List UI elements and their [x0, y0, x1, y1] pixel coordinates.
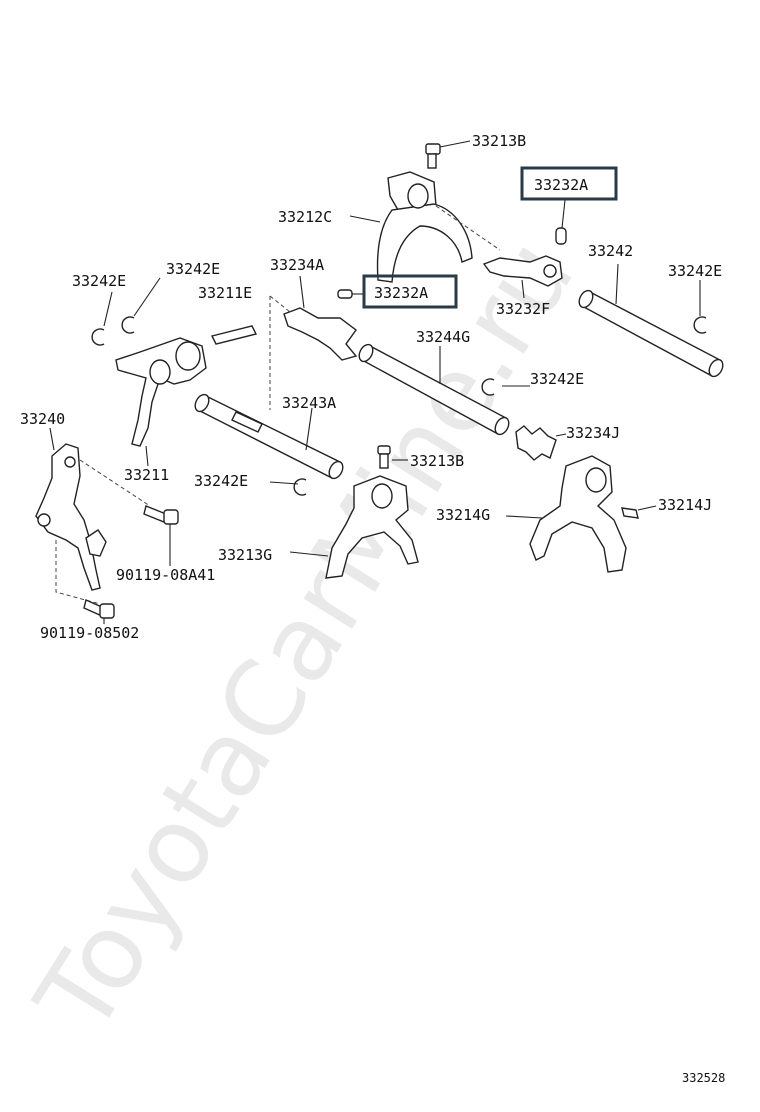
pin-33214j[interactable]	[621, 505, 657, 519]
bolt-90119-08502[interactable]	[83, 599, 115, 624]
label-33213g[interactable]: 33213G	[218, 546, 272, 564]
label-33213b-top[interactable]: 33213B	[472, 132, 526, 150]
label-33232a-top[interactable]: 33232A	[534, 176, 588, 194]
shaft-33242[interactable]	[576, 263, 725, 379]
label-33242e-a[interactable]: 33242E	[72, 272, 126, 290]
clip-33242e-left-a[interactable]	[91, 291, 113, 346]
label-90119-08502[interactable]: 90119-08502	[40, 624, 139, 642]
clip-33242e-right[interactable]	[693, 280, 707, 334]
bolt-33213b-top[interactable]	[425, 140, 471, 169]
guide-line-fork	[435, 205, 501, 251]
label-33212c[interactable]: 33212C	[278, 208, 332, 226]
label-33232a-mid[interactable]: 33232A	[374, 284, 428, 302]
label-33232f[interactable]: 33232F	[496, 300, 550, 318]
spring-33234j[interactable]	[515, 425, 567, 461]
lever-33232f[interactable]	[482, 255, 563, 299]
label-33242e-mid[interactable]: 33242E	[530, 370, 584, 388]
clip-33242e-mid[interactable]	[481, 378, 530, 396]
fork-33212c[interactable]	[349, 171, 473, 283]
label-90119-08a41[interactable]: 90119-08A41	[116, 566, 215, 584]
pin-33232a-top[interactable]	[555, 199, 567, 245]
label-33211e[interactable]: 33211E	[198, 284, 252, 302]
clip-33242e-left-b[interactable]	[121, 277, 161, 334]
label-33240[interactable]: 33240	[20, 410, 65, 428]
shaft-33244g[interactable]	[356, 342, 511, 437]
label-33242e-low[interactable]: 33242E	[194, 472, 248, 490]
fork-33213g[interactable]	[289, 475, 419, 579]
fork-33234a[interactable]	[283, 275, 358, 361]
label-33234a[interactable]: 33234A	[270, 256, 324, 274]
pin-33211e[interactable]	[210, 325, 258, 345]
label-33213b-mid[interactable]: 33213B	[410, 452, 464, 470]
guide-line-33240	[55, 459, 151, 605]
lever-assembly-33240[interactable]	[35, 427, 107, 591]
label-33211[interactable]: 33211	[124, 466, 169, 484]
label-33234j[interactable]: 33234J	[566, 424, 620, 442]
highlight-33232a-top	[520, 166, 618, 201]
shaft-33243a[interactable]	[192, 392, 345, 481]
label-33242e-right[interactable]: 33242E	[668, 262, 722, 280]
bolt-33213b-mid[interactable]	[377, 445, 408, 469]
guide-line-33211e	[269, 295, 291, 410]
label-33214g[interactable]: 33214G	[436, 506, 490, 524]
bolt-90119-08a41[interactable]	[143, 505, 179, 566]
label-33214j[interactable]: 33214J	[658, 496, 712, 514]
label-33242e-b[interactable]: 33242E	[166, 260, 220, 278]
clip-33242e-low[interactable]	[269, 478, 307, 496]
highlight-33232a-mid	[362, 274, 458, 309]
label-33242[interactable]: 33242	[588, 242, 633, 260]
lever-33211[interactable]	[115, 337, 207, 467]
diagram-id: 332528	[682, 1071, 725, 1085]
label-33243a[interactable]: 33243A	[282, 394, 336, 412]
label-33244g[interactable]: 33244G	[416, 328, 470, 346]
pin-33232a-mid[interactable]	[337, 289, 364, 299]
fork-33214g[interactable]	[505, 455, 627, 573]
